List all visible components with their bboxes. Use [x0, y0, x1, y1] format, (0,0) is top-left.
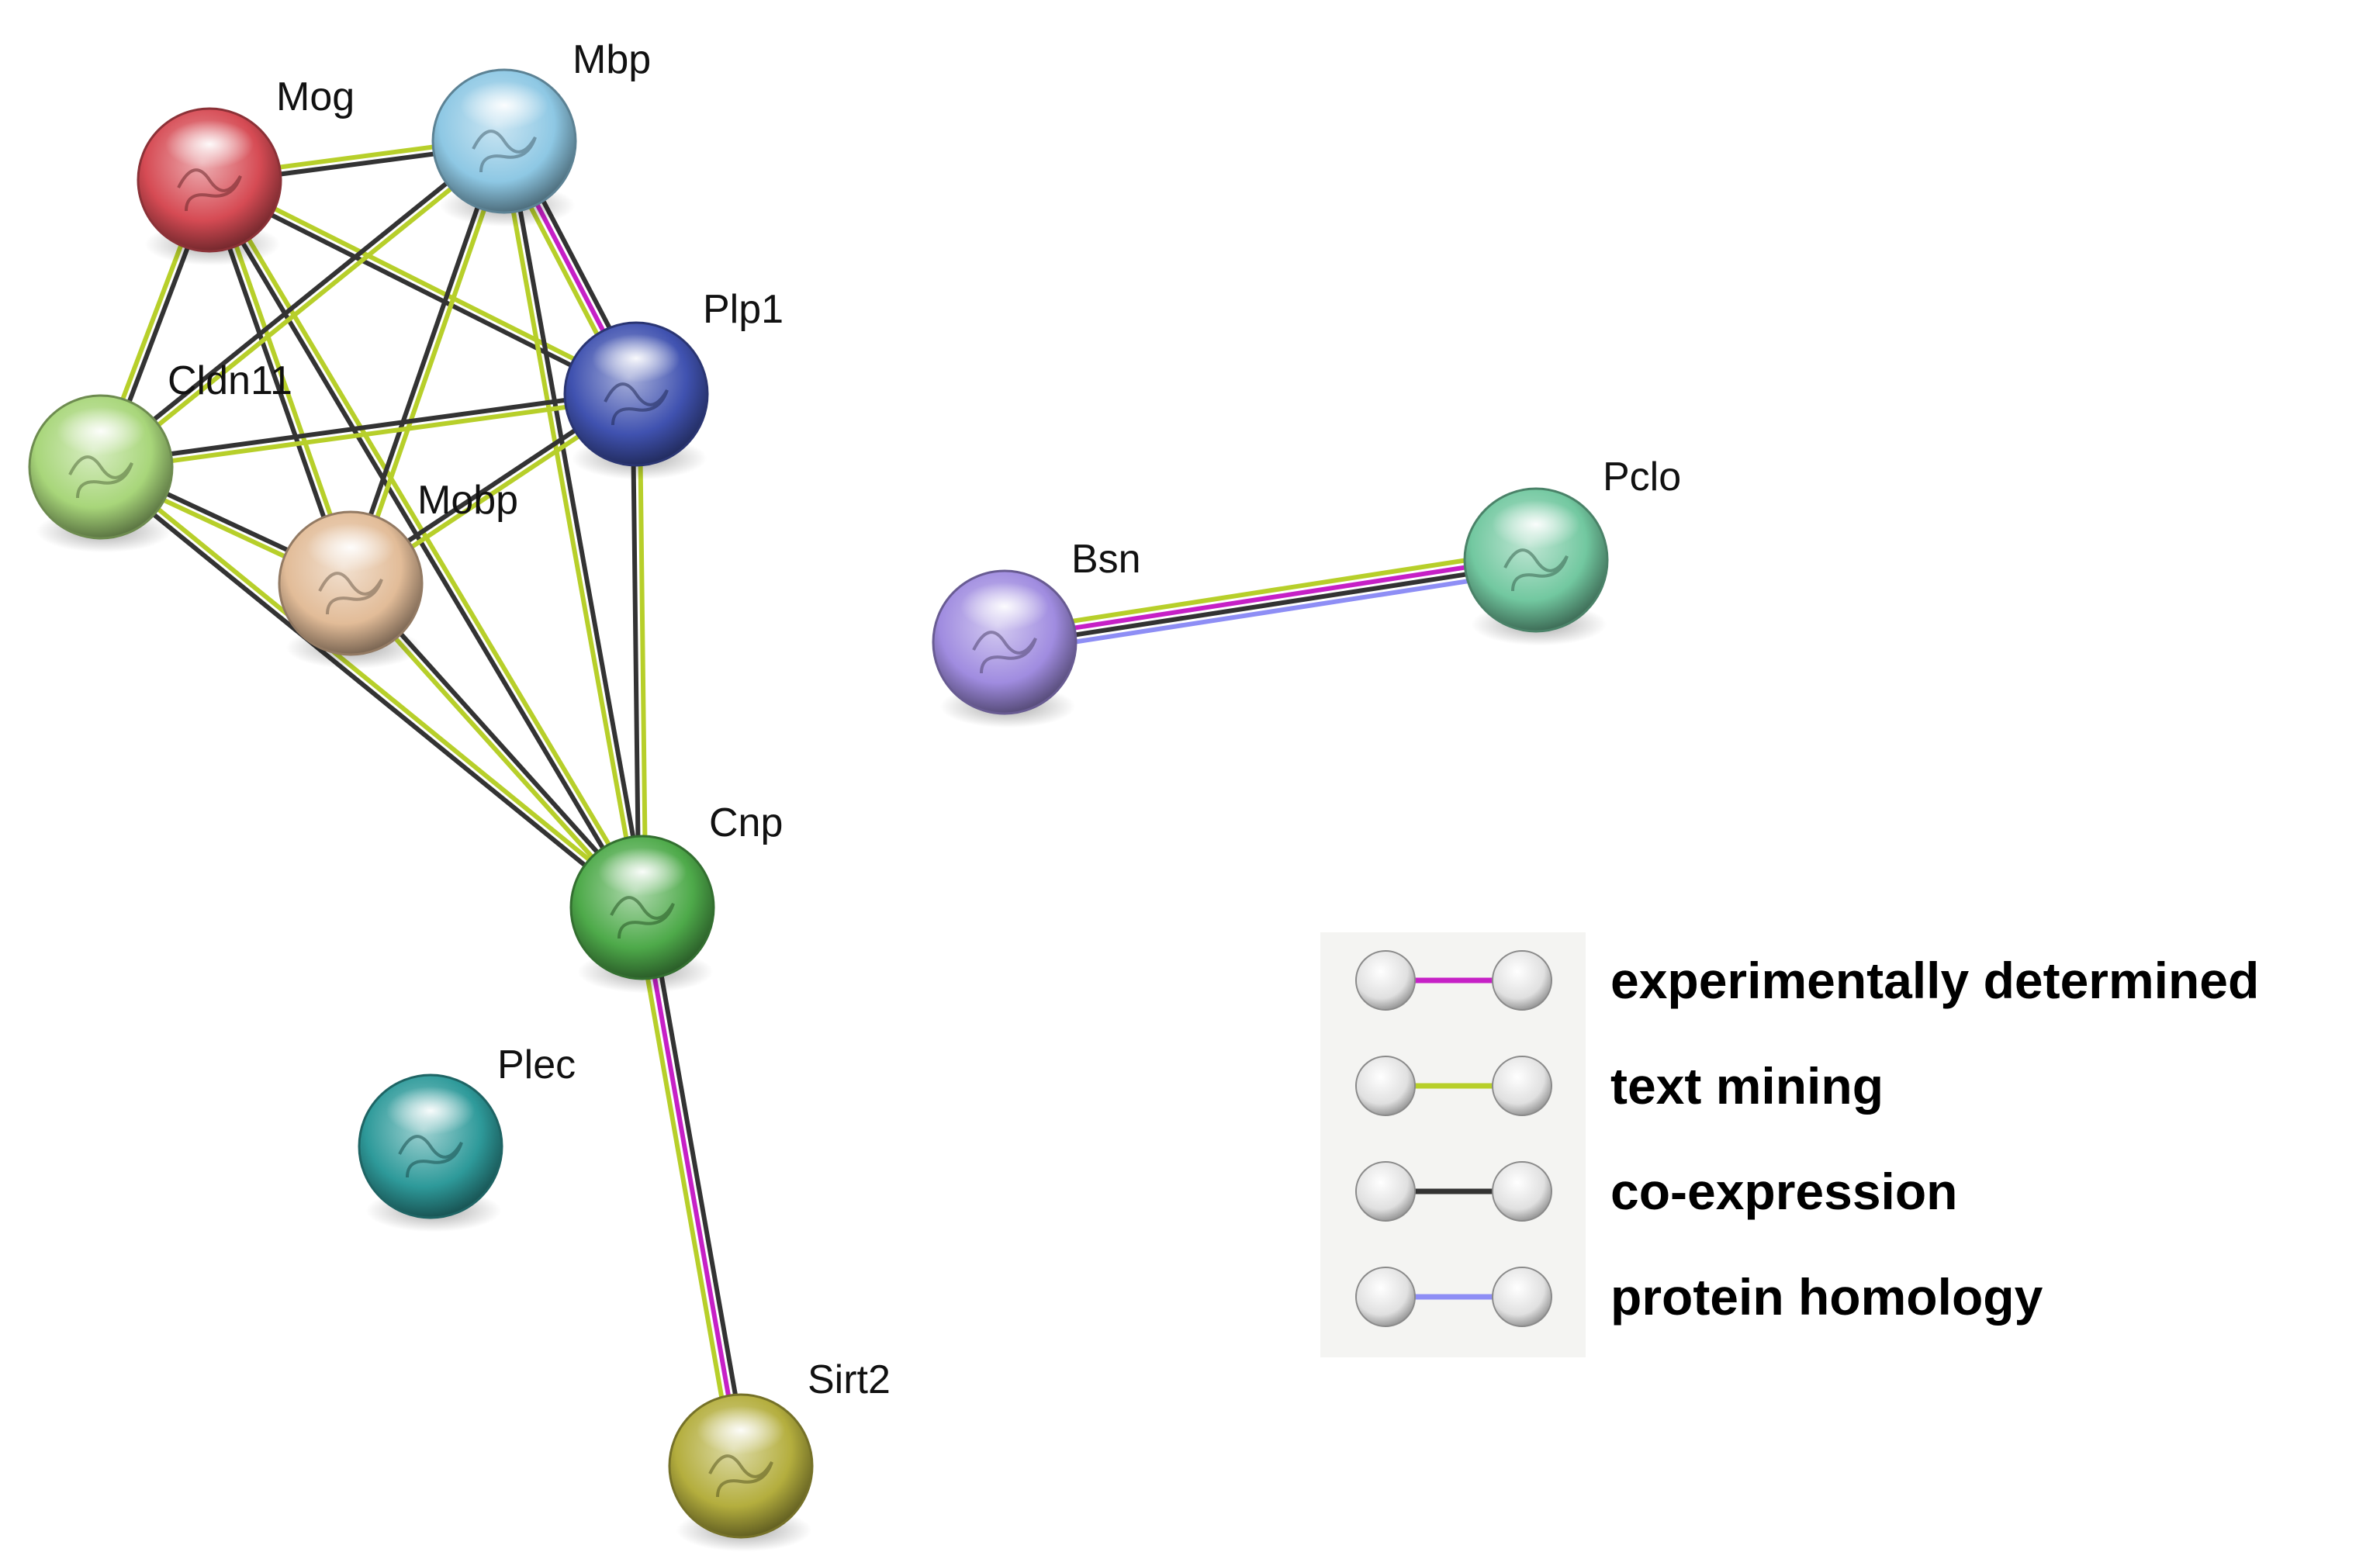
legend-label-experimental: experimentally determined — [1610, 952, 2259, 1009]
edge-textmining-line — [101, 462, 646, 907]
node-mog[interactable]: Mog — [137, 74, 355, 266]
node-highlight — [164, 119, 254, 169]
node-bsn[interactable]: Bsn — [932, 537, 1141, 728]
edge-textmining-line — [101, 395, 638, 473]
edge-textmining-line — [210, 177, 648, 907]
node-cnp[interactable]: Cnp — [569, 800, 783, 994]
legend-ball-icon — [1355, 1267, 1416, 1327]
edge-cnp-sirt2[interactable] — [633, 905, 750, 1468]
node-highlight — [591, 334, 681, 383]
node-label-pclo: Pclo — [1603, 455, 1681, 500]
node-highlight — [56, 406, 146, 456]
edge-plp1-cldn11[interactable] — [99, 388, 638, 473]
legend-ball-icon — [1355, 1056, 1416, 1116]
node-label-sirt2: Sirt2 — [808, 1357, 891, 1402]
edge-bsn-pclo[interactable] — [1002, 547, 1538, 655]
node-highlight — [306, 523, 396, 572]
legend-ball-icon — [1492, 1161, 1552, 1222]
legend-item-textmining: text mining — [1355, 1056, 1884, 1116]
edge-mbp-cldn11[interactable] — [97, 137, 508, 472]
node-highlight — [1491, 500, 1581, 549]
protein-structure-icon — [68, 455, 133, 499]
protein-structure-icon — [610, 896, 675, 939]
node-highlight — [696, 1405, 786, 1455]
edge-coexpression-line — [1005, 561, 1538, 648]
legend-item-homology: protein homology — [1355, 1267, 2043, 1327]
edge-coexpression-line — [99, 388, 636, 466]
protein-structure-icon — [318, 572, 383, 615]
edge-experimental-line — [640, 907, 743, 1467]
node-sirt2[interactable]: Sirt2 — [668, 1357, 891, 1552]
node-label-mog: Mog — [276, 74, 355, 119]
protein-structure-icon — [472, 130, 537, 173]
node-highlight — [459, 81, 549, 130]
edge-cldn11-cnp[interactable] — [97, 462, 646, 912]
node-highlight — [597, 847, 687, 897]
node-label-cnp: Cnp — [709, 800, 783, 845]
node-highlight — [386, 1086, 476, 1136]
edge-coexpression-line — [97, 468, 642, 912]
legend-ball-icon — [1492, 1056, 1552, 1116]
node-mobp[interactable]: Mobp — [278, 478, 518, 669]
protein-structure-icon — [972, 631, 1037, 674]
edge-textmining-line — [101, 142, 508, 472]
legend-ball-icon — [1355, 1161, 1416, 1222]
node-pclo[interactable]: Pclo — [1463, 455, 1681, 646]
node-label-cldn11: Cldn11 — [168, 358, 292, 403]
legend-label-homology: protein homology — [1610, 1268, 2043, 1326]
node-plp1[interactable]: Plp1 — [563, 287, 784, 480]
protein-structure-icon — [177, 168, 242, 212]
edge-coexpression-line — [505, 140, 649, 907]
edge-mog-cnp[interactable] — [204, 177, 648, 911]
edge-mbp-cnp[interactable] — [498, 140, 649, 909]
protein-structure-icon — [604, 382, 669, 426]
protein-structure-icon — [398, 1135, 463, 1178]
legend-ball-icon — [1355, 950, 1416, 1011]
node-plec[interactable]: Plec — [358, 1042, 576, 1232]
edge-coexpression-line — [206, 181, 636, 399]
edge-coexpression-line — [204, 180, 642, 911]
protein-structure-icon — [708, 1454, 773, 1498]
node-label-bsn: Bsn — [1071, 537, 1141, 582]
node-label-plp1: Plp1 — [703, 287, 784, 332]
legend-ball-icon — [1492, 1267, 1552, 1327]
legend-label-textmining: text mining — [1610, 1057, 1884, 1115]
edge-mog-plp1[interactable] — [206, 175, 639, 399]
protein-structure-icon — [1503, 548, 1569, 592]
edge-coexpression-line — [630, 394, 642, 908]
node-label-mbp: Mbp — [573, 37, 651, 82]
edge-homology-line — [1005, 568, 1538, 655]
legend-label-coexpression: co-expression — [1610, 1163, 1958, 1220]
edge-textmining-line — [1002, 547, 1535, 634]
legend-item-experimental: experimentally determined — [1355, 950, 2259, 1011]
edge-textmining-line — [633, 908, 737, 1468]
node-highlight — [960, 582, 1050, 631]
edge-legend: experimentally determined text mining co-e… — [1320, 932, 2259, 1357]
legend-ball-icon — [1492, 950, 1552, 1011]
node-cldn11[interactable]: Cldn11 — [28, 358, 292, 553]
node-mbp[interactable]: Mbp — [431, 37, 651, 227]
node-label-plec: Plec — [497, 1042, 576, 1087]
node-label-mobp: Mobp — [417, 478, 518, 523]
edge-experimental-line — [1003, 554, 1536, 641]
edge-textmining-line — [209, 175, 639, 393]
legend-item-coexpression: co-expression — [1355, 1161, 1958, 1222]
edge-coexpression-line — [646, 905, 750, 1465]
edge-textmining-line — [498, 141, 642, 909]
edge-coexpression-line — [97, 137, 504, 466]
